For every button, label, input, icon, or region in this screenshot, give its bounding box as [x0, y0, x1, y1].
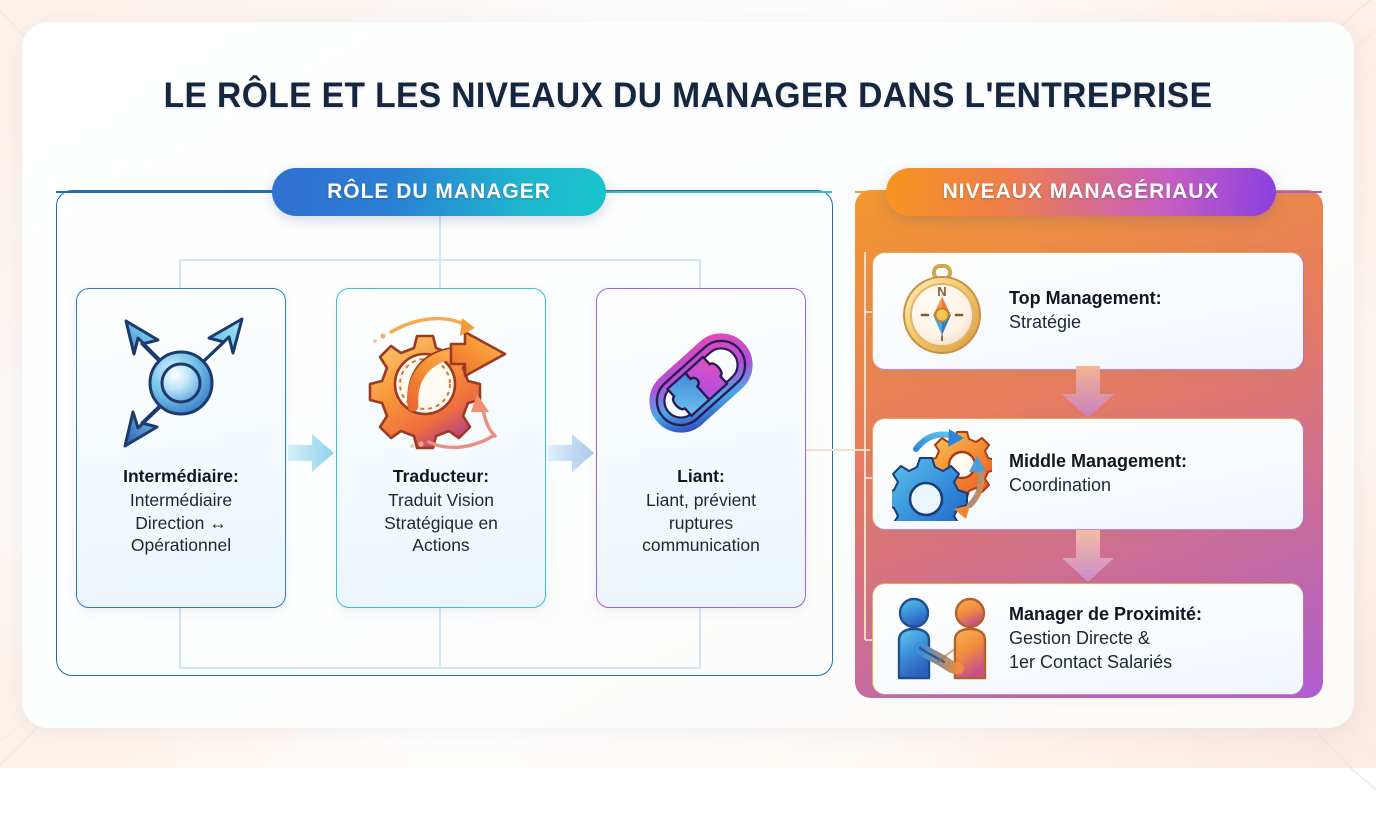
level-card-manager-proximite[interactable]: Manager de Proximité: Gestion Directe & …	[872, 583, 1304, 695]
section-header-role: RÔLE DU MANAGER	[272, 168, 606, 216]
level-arrow-2	[1062, 530, 1114, 582]
pill-left-connector-left	[56, 191, 274, 193]
level-arrow-1	[1062, 366, 1114, 418]
section-header-levels: NIVEAUX MANAGÉRIAUX	[886, 168, 1276, 216]
role-card-intermediaire[interactable]: Intermédiaire: Intermédiaire Direction ↔…	[76, 288, 286, 608]
role-card-liant-heading: Liant:	[677, 466, 725, 486]
level-card-manager-proximite-line2: 1er Contact Salariés	[1009, 651, 1173, 672]
level-card-middle-management-text: Middle Management: Coordination	[1009, 450, 1187, 498]
level-card-middle-management-heading: Middle Management:	[1009, 451, 1188, 472]
role-card-intermediaire-text: Intermédiaire: Intermédiaire Direction ↔…	[86, 465, 276, 557]
cross-section-connector	[800, 449, 870, 451]
flow-arrow-2	[548, 434, 594, 472]
role-card-traducteur[interactable]: Traducteur: Traduit Vision Stratégique e…	[336, 288, 546, 608]
level-card-top-management-heading: Top Management:	[1009, 288, 1162, 309]
role-card-liant-text: Liant: Liant, prévient ruptures communic…	[606, 465, 796, 557]
level-card-top-management-text: Top Management: Stratégie	[1009, 287, 1162, 335]
role-card-liant-line1: Liant, prévient	[646, 489, 756, 510]
levels-brace-connectors	[864, 252, 873, 641]
handshake-icon	[887, 593, 997, 685]
role-card-liant[interactable]: Liant: Liant, prévient ruptures communic…	[596, 288, 806, 608]
role-card-traducteur-line2: Stratégique en	[384, 512, 498, 533]
role-card-intermediaire-line2: Direction ↔	[135, 512, 227, 533]
role-card-traducteur-line3: Actions	[412, 535, 470, 556]
chain-link-puzzle-icon	[616, 303, 786, 463]
pill-right-connector-left	[855, 191, 888, 193]
level-card-middle-management-line1: Coordination	[1009, 475, 1112, 495]
role-card-intermediaire-line1: Intermédiaire	[129, 489, 233, 510]
role-card-intermediaire-heading: Intermédiaire:	[123, 466, 239, 486]
page-title: LE RÔLE ET LES NIVEAUX DU MANAGER DANS L…	[163, 76, 1213, 115]
section-header-role-label: RÔLE DU MANAGER	[327, 180, 551, 203]
svg-text:N: N	[937, 284, 946, 299]
pill-right-connector-right	[1274, 191, 1322, 193]
section-header-levels-label: NIVEAUX MANAGÉRIAUX	[942, 180, 1220, 203]
role-card-traducteur-text: Traducteur: Traduit Vision Stratégique e…	[346, 465, 536, 557]
role-card-liant-line3: communication	[642, 535, 760, 556]
level-card-manager-proximite-text: Manager de Proximité: Gestion Directe & …	[1009, 603, 1202, 674]
role-brace-connectors	[179, 192, 701, 669]
role-card-intermediaire-line3: Opérationnel	[130, 535, 232, 556]
level-card-manager-proximite-heading: Manager de Proximité:	[1009, 604, 1203, 625]
level-card-top-management-line1: Stratégie	[1009, 312, 1082, 332]
pill-left-connector-right	[604, 191, 832, 193]
level-card-manager-proximite-line1: Gestion Directe &	[1009, 628, 1151, 649]
flow-arrow-1	[288, 434, 334, 472]
role-card-traducteur-heading: Traducteur:	[392, 466, 490, 486]
role-card-traducteur-line1: Traduit Vision	[387, 489, 495, 510]
role-card-liant-line2: ruptures	[668, 512, 734, 533]
level-card-top-management[interactable]: N I Top Management: Stratégie	[872, 252, 1304, 370]
gear-transformation-arrow-icon	[356, 303, 526, 463]
infographic-canvas: LE RÔLE ET LES NIVEAUX DU MANAGER DANS L…	[0, 0, 1376, 791]
level-card-middle-management[interactable]: Middle Management: Coordination	[872, 418, 1304, 530]
compass-icon: N I	[887, 264, 997, 357]
two-gears-icon	[887, 428, 997, 521]
multi-directional-arrows-icon	[96, 303, 266, 463]
